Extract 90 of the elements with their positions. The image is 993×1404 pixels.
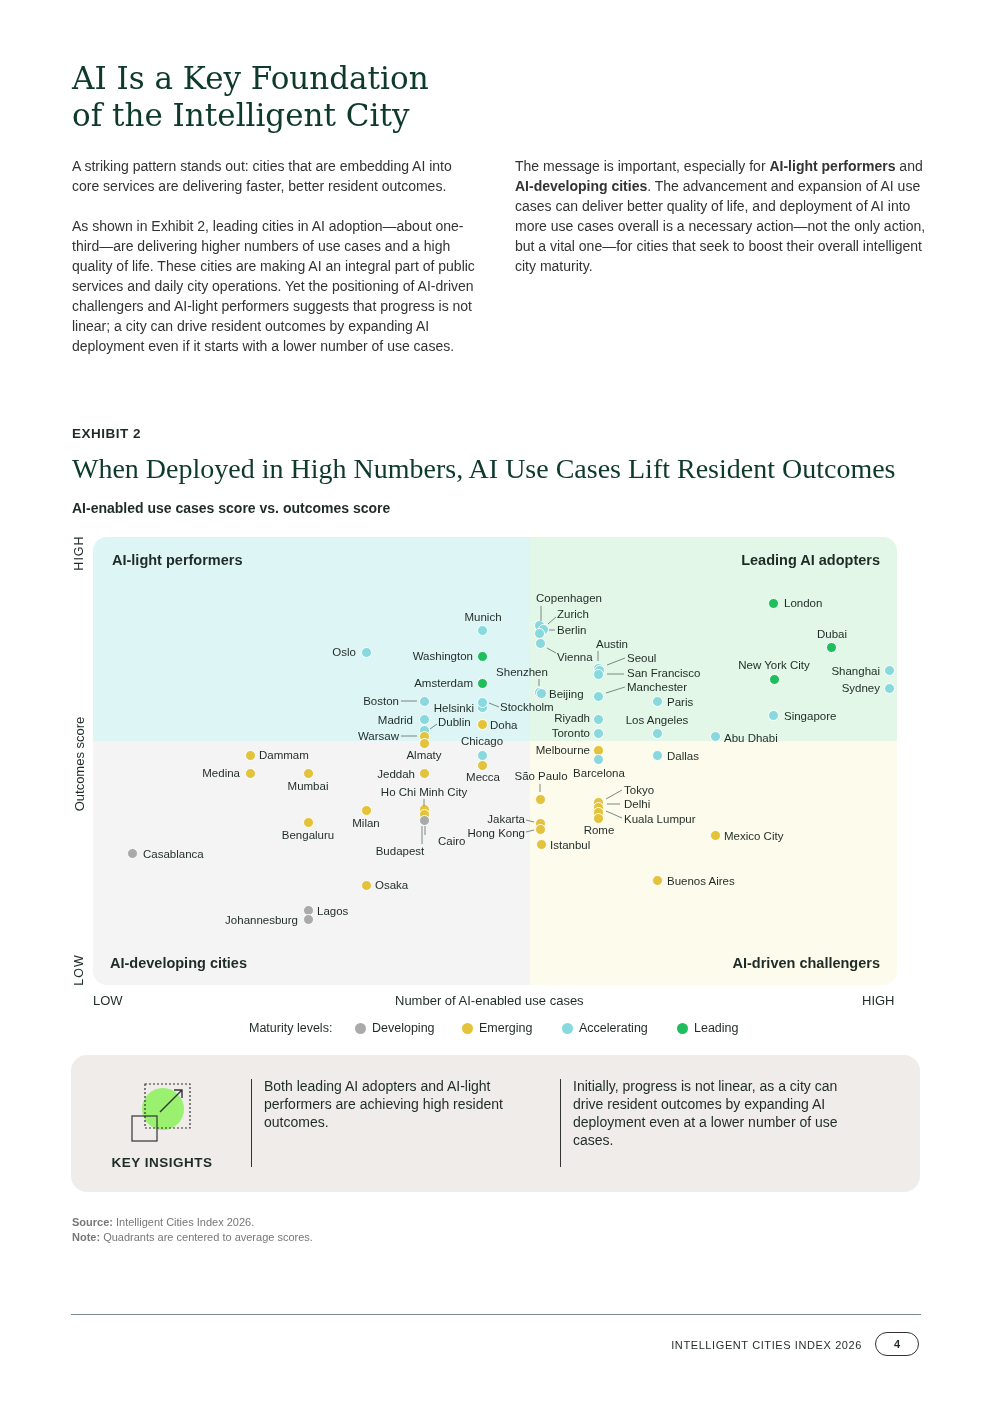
footnote: Note: Quadrants are centered to average scores. [72,1231,314,1243]
city-label: Dubai [816,627,848,641]
city-label: Toronto [551,726,590,740]
city-label: Budapest [375,844,425,858]
city-label: Osaka [375,878,409,892]
body-paragraph: The message is important, especially for AI-light performers and AI-developing cities. The advancement and expansion of AI use cases can deliver better quality of life, and deployment of AI into more use cases overall is a necessary action—not the only action, but a vital one—for cities that seek to boost their overall intelligent city maturity. [515,157,927,276]
footer-text: INTELLIGENT CITIES INDEX 2026 [670,1339,862,1351]
city-label: Cairo [438,834,466,848]
city-label: Beijing [549,687,584,701]
legend-title: Maturity levels: [249,1021,334,1035]
panel-heading: KEY INSIGHTS [110,1155,214,1170]
city-label: Dammam [259,748,309,762]
city-label: San Francisco [627,666,701,680]
city-label: Paris [667,695,694,709]
body-paragraph: As shown in Exhibit 2, leading cities in AI adoption—about one-third—are delivering higher numbers of use cases and a high quality of life. These cities are making AI an integral part of public services and daily city operations. Yet the positioning of AI-driven challengers and AI-light performers suggests that progress is not linear; a city can drive resident outcomes by expanding AI deployment even if it starts with a lower number of use cases. [72,217,476,356]
city-label: Istanbul [550,838,591,852]
city-label: Berlin [557,623,587,637]
insight-text: Initially, progress is not linear, as a city can drive resident outcomes by expanding AI deployment even at a lower number of use cases. [573,1077,839,1149]
city-label: Bengaluru [281,828,335,842]
quadrant-title: AI-driven challengers [732,954,880,972]
city-label: Milan [352,816,380,830]
body-paragraph: A striking pattern stands out: cities that are embedding AI into core services are delivering faster, better resident outcomes. [72,157,453,196]
city-label: Helsinki [433,701,474,715]
city-label: Jakarta [487,812,525,826]
city-label: Boston [363,694,399,708]
legend-label: Emerging [479,1021,533,1035]
legend-label: Leading [694,1021,739,1035]
city-label: Riyadh [554,711,590,725]
city-label: Almaty [406,748,442,762]
axis-label: LOW [93,993,124,1008]
city-label: Austin [596,637,628,651]
city-label: Washington [412,649,473,663]
city-label: Medina [202,766,240,780]
city-label: Lagos [317,904,349,918]
axis-label: HIGH [862,993,896,1008]
city-label: Manchester [627,680,688,694]
legend-label: Accelerating [579,1021,648,1035]
city-label: Madrid [377,713,413,727]
axis-title: Outcomes score [71,716,87,812]
city-label: New York City [738,658,810,672]
city-label: Buenos Aires [667,874,735,888]
exhibit-label: EXHIBIT 2 [72,426,142,441]
city-label: Rome [583,823,615,837]
city-label: Ho Chi Minh City [380,785,468,799]
city-label: Melbourne [535,743,590,757]
page-title: AI Is a Key Foundation of the Intelligent City [72,60,430,134]
quadrant-title: Leading AI adopters [741,551,880,569]
city-label: Abu Dhabi [724,731,778,745]
city-label: Seoul [627,651,657,665]
city-label: Chicago [460,734,504,748]
insight-text: Both leading AI adopters and AI-light performers are achieving high resident outcomes. [264,1077,504,1131]
city-label: Dallas [667,749,699,763]
city-label: Amsterdam [414,676,473,690]
city-label: Munich [464,610,502,624]
city-label: Shenzhen [496,665,548,679]
city-label: Dublin [438,715,471,729]
city-label: Casablanca [143,847,204,861]
city-label: Zurich [557,607,589,621]
city-label: Barcelona [573,766,625,780]
city-label: Sydney [841,681,880,695]
exhibit-title: When Deployed in High Numbers, AI Use Cases Lift Resident Outcomes [72,452,897,486]
city-label: Delhi [624,797,651,811]
city-label: Warsaw [357,729,399,743]
quadrant-title: AI-light performers [112,551,243,569]
city-label: Doha [490,718,518,732]
city-label: Stockholm [500,700,554,714]
city-label: Vienna [557,650,593,664]
city-label: Shanghai [831,664,880,678]
insights-panel [71,1055,920,1192]
city-label: Oslo [332,645,356,659]
city-label: Mecca [466,770,500,784]
quadrant-title: AI-developing cities [110,954,247,972]
city-label: Jeddah [377,767,415,781]
city-label: Mexico City [724,829,784,843]
city-label: Tokyo [624,783,655,797]
city-label: Mumbai [287,779,329,793]
city-label: Kuala Lumpur [624,812,696,826]
source-note: Source: Intelligent Cities Index 2026. [72,1216,256,1228]
chart-subtitle: AI-enabled use cases score vs. outcomes score [72,500,392,516]
city-label: Copenhagen [536,591,602,605]
city-label: London [784,596,823,610]
city-label: Johannesburg [225,913,298,927]
city-label: Singapore [784,709,837,723]
legend-label: Developing [372,1021,435,1035]
city-label: Hong Kong [467,826,525,840]
axis-label: HIGH [72,535,86,571]
city-label: São Paulo [514,769,568,783]
axis-title: Number of AI-enabled use cases [395,993,585,1008]
axis-label: LOW [72,954,86,986]
city-label: Los Angeles [625,713,689,727]
